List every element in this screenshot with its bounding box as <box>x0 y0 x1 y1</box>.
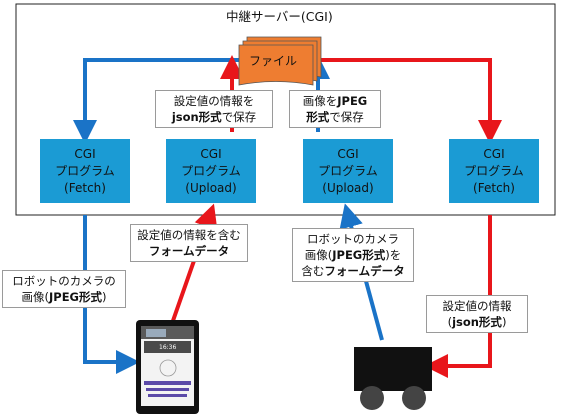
note-line: 画像(JPEG形式)を <box>293 247 413 263</box>
note-line: 設定値の情報 <box>442 299 512 313</box>
note-bold: JPEG形式 <box>332 248 386 262</box>
cgi-line3: (Upload) <box>322 180 374 195</box>
note-text: 画像を <box>302 94 338 108</box>
note-text: 画像( <box>304 248 333 262</box>
note-save-jpeg: 画像をJPEG 形式で保存 <box>289 90 381 128</box>
cgi-upload-right: CGI プログラム (Upload) <box>303 139 393 203</box>
server-title: 中継サーバー(CGI) <box>226 9 333 24</box>
red-arrow-fetch-to-robot <box>424 215 492 378</box>
red-arrow-file-to-fetch <box>319 58 502 144</box>
file-label: ファイル <box>249 54 298 68</box>
note-text: ) <box>501 315 507 329</box>
note-line: 設定値の情報を <box>173 94 255 108</box>
blue-arrow-fetch-to-phone <box>83 215 140 374</box>
note-bold: JPEG形式 <box>48 290 102 304</box>
note-text: で保存 <box>329 110 364 124</box>
note-settings-info: 設定値の情報 (json形式) <box>426 295 528 333</box>
cgi-fetch-left: CGI プログラム (Fetch) <box>40 139 130 203</box>
note-bold: json形式 <box>171 110 222 124</box>
cgi-line1: CGI <box>200 146 222 161</box>
note-text: で保存 <box>221 110 257 124</box>
note-save-json: 設定値の情報を json形式で保存 <box>155 90 273 128</box>
cgi-upload-left: CGI プログラム (Upload) <box>166 139 256 203</box>
cgi-line3: (Fetch) <box>473 180 515 195</box>
note-line: 画像(JPEG形式) <box>3 289 125 305</box>
cgi-line2: プログラム <box>318 163 378 178</box>
blue-arrow-file-to-fetch <box>73 58 239 144</box>
cgi-line2: プログラム <box>464 163 524 178</box>
note-bold: 形式 <box>306 110 330 124</box>
note-text: ( <box>447 315 453 329</box>
file-stack-icon <box>238 36 322 86</box>
note-line: 画像をJPEG <box>290 93 380 109</box>
note-form-settings: 設定値の情報を含む フォームデータ <box>130 224 248 262</box>
note-line: json形式で保存 <box>156 109 272 125</box>
note-line: フォームデータ <box>131 243 247 259</box>
phone-time: 16:36 <box>159 344 177 351</box>
note-text: 画像( <box>21 290 49 304</box>
cgi-line1: CGI <box>337 146 359 161</box>
note-text: )を <box>385 248 402 262</box>
note-line: ロボットのカメラの <box>12 274 116 288</box>
cgi-fetch-right: CGI プログラム (Fetch) <box>449 139 539 203</box>
note-text: ) <box>102 290 107 304</box>
note-line: ロボットのカメラ <box>307 232 399 246</box>
cgi-line2: プログラム <box>181 163 241 178</box>
note-line: (json形式) <box>427 314 527 330</box>
cgi-line1: CGI <box>74 146 96 161</box>
cgi-line3: (Upload) <box>185 180 237 195</box>
note-text: 含む <box>301 264 325 278</box>
note-line: 設定値の情報を含む <box>137 228 241 242</box>
cgi-line3: (Fetch) <box>64 180 106 195</box>
cgi-line1: CGI <box>483 146 505 161</box>
note-bold: json形式 <box>452 315 502 329</box>
note-camera-image: ロボットのカメラの 画像(JPEG形式) <box>2 270 126 308</box>
note-bold: JPEG <box>337 94 368 108</box>
robot-icon <box>354 347 432 410</box>
note-bold: フォームデータ <box>324 264 405 278</box>
note-form-image: ロボットのカメラ 画像(JPEG形式)を 含むフォームデータ <box>292 228 414 282</box>
note-bold: フォームデータ <box>148 244 230 258</box>
note-line: 含むフォームデータ <box>293 263 413 279</box>
smartphone-icon <box>136 320 199 414</box>
cgi-line2: プログラム <box>55 163 115 178</box>
note-line: 形式で保存 <box>290 109 380 125</box>
